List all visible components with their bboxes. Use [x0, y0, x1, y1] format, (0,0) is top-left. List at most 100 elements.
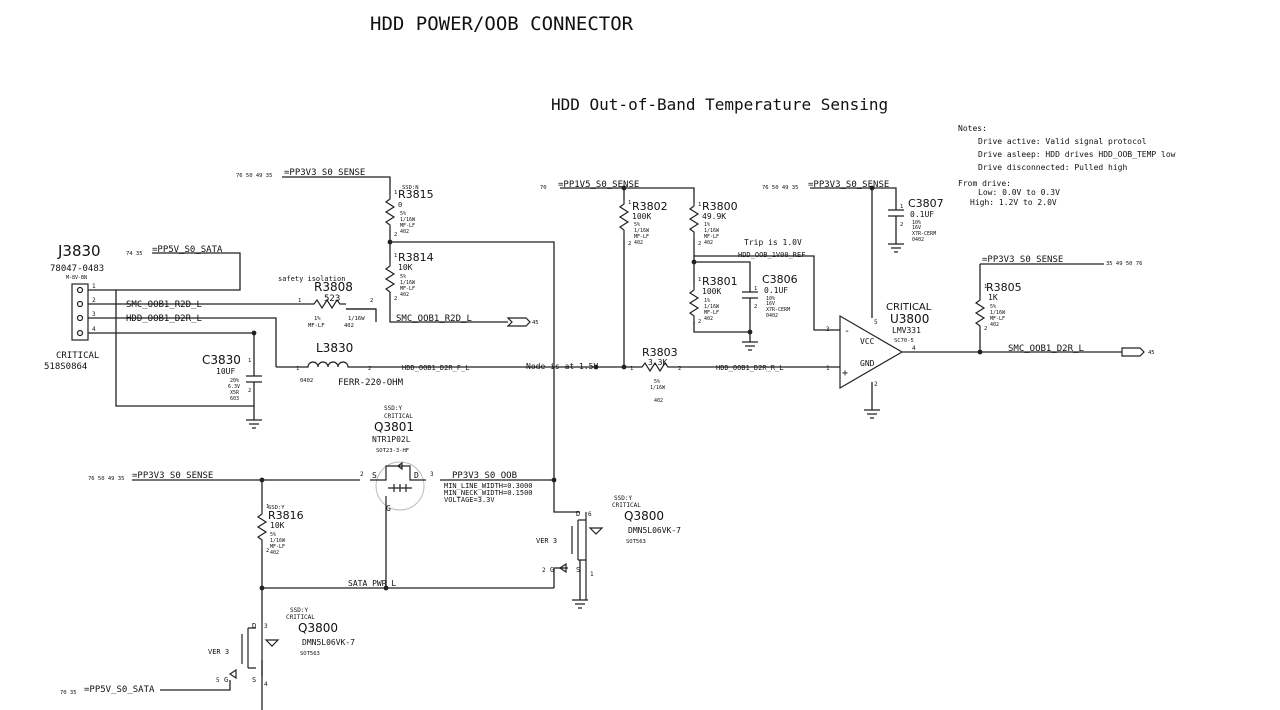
svg-text:FERR-220-OHM: FERR-220-OHM	[338, 378, 404, 388]
svg-text:45: 45	[532, 320, 539, 326]
junctions	[251, 185, 983, 591]
svg-text:2: 2	[394, 232, 397, 238]
svg-text:L3830: L3830	[316, 341, 353, 355]
svg-text:MF-LF: MF-LF	[990, 316, 1005, 322]
svg-text:SSD:Y: SSD:Y	[268, 505, 285, 511]
offpage-r2d: 45	[506, 317, 539, 327]
svg-text:1: 1	[266, 504, 269, 510]
svg-text:1: 1	[984, 284, 987, 290]
svg-text:X7R-CERM: X7R-CERM	[766, 307, 790, 313]
ground-icon	[246, 419, 262, 429]
svg-text:0.1UF: 0.1UF	[910, 210, 934, 219]
svg-text:10K: 10K	[270, 521, 285, 530]
svg-text:1: 1	[296, 366, 299, 372]
net-oob-ref: HDD_OOB_1V00_REF	[738, 251, 805, 259]
net-refs-1v5: 70	[540, 185, 547, 191]
svg-text:CRITICAL: CRITICAL	[612, 502, 641, 509]
resistor-r3816: SSD:Y R3816 10K 5% 1/16W MF-LF 402	[256, 505, 304, 556]
svg-text:1/16W: 1/16W	[704, 228, 720, 234]
svg-text:1: 1	[628, 200, 631, 206]
resistor-r3803: R3803 3.3K 5% 1/16W 402	[636, 346, 678, 404]
svg-text:16V: 16V	[766, 301, 775, 307]
svg-text:1: 1	[590, 571, 594, 578]
svg-text:C3830: C3830	[202, 353, 241, 367]
svg-text:5%: 5%	[990, 304, 996, 310]
svg-text:S: S	[252, 676, 256, 684]
svg-text:10%: 10%	[912, 220, 921, 226]
svg-text:4: 4	[92, 326, 96, 333]
mosfet-q3800-a: SSD:Y CRITICAL Q3800 DMN5L06VK-7 SOT563 …	[536, 495, 681, 600]
svg-text:MF-LF: MF-LF	[704, 234, 719, 240]
mosfet-q3801: SSD:Y CRITICAL Q3801 NTR1P02L SOT23-3-HF…	[360, 405, 434, 513]
net-refs-3v3-u: 76 50 49 35	[762, 185, 798, 191]
svg-text:R3802: R3802	[632, 200, 668, 213]
svg-text:VER 3: VER 3	[208, 648, 229, 656]
resistor-r3805: R3805 1K 5% 1/16W MF-LF 402	[974, 281, 1022, 330]
capacitor-c3830: C3830 10UF 20% 6.3V X5R 603	[202, 353, 262, 402]
net-sata-pwr: SATA_PWR_L	[348, 579, 396, 588]
svg-text:1/16W: 1/16W	[400, 280, 416, 286]
svg-text:3: 3	[430, 471, 434, 478]
notes-block: Notes: Drive active: Valid signal protoc…	[958, 124, 1176, 207]
net-pp1v5: =PP1V5_S0_SENSE	[558, 180, 639, 190]
notes-header: Notes:	[958, 124, 987, 133]
net-labels: 76 50 49 35 =PP3V3_S0_SENSE 74 35 =PP5V_…	[60, 168, 1142, 696]
svg-text:78047-0483: 78047-0483	[50, 264, 104, 274]
svg-text:R3805: R3805	[986, 281, 1022, 294]
notes-high: High: 1.2V to 2.0V	[970, 198, 1057, 207]
svg-text:SOT563: SOT563	[626, 539, 646, 545]
svg-text:1/16W: 1/16W	[348, 316, 365, 322]
svg-text:2: 2	[698, 241, 701, 247]
svg-text:MF-LF: MF-LF	[400, 223, 415, 229]
svg-text:2: 2	[900, 222, 903, 228]
svg-text:MF-LF: MF-LF	[704, 310, 719, 316]
svg-text:D: D	[576, 510, 580, 518]
svg-text:CRITICAL: CRITICAL	[56, 351, 99, 361]
svg-text:+: +	[842, 368, 848, 379]
svg-text:45: 45	[1148, 350, 1155, 356]
svg-text:1: 1	[394, 190, 397, 196]
svg-text:2: 2	[542, 567, 546, 574]
svg-text:10%: 10%	[766, 296, 775, 302]
net-pp3v3-top: =PP3V3_S0_SENSE	[284, 168, 365, 178]
svg-text:2: 2	[360, 471, 364, 478]
net-smc-d2r: SMC_OOB1_D2R_L	[1008, 344, 1084, 354]
svg-text:1/16W: 1/16W	[270, 538, 286, 544]
svg-text:-: -	[844, 326, 850, 337]
svg-text:402: 402	[400, 292, 409, 298]
net-refs-5v-top: 74 35	[126, 251, 143, 257]
svg-text:DMN5L06VK-7: DMN5L06VK-7	[302, 638, 355, 647]
svg-text:LMV331: LMV331	[892, 326, 921, 335]
net-refs-3v3-top: 76 50 49 35	[236, 173, 272, 179]
ground-icon	[572, 599, 588, 609]
svg-text:R3814: R3814	[398, 251, 434, 264]
svg-text:5%: 5%	[400, 211, 406, 217]
net-refs-3v3-right: 35 49 50 76	[1106, 261, 1142, 267]
section-title: HDD Out-of-Band Temperature Sensing	[551, 95, 888, 114]
svg-text:M-8V-BN: M-8V-BN	[66, 275, 87, 281]
svg-text:402: 402	[270, 550, 279, 556]
svg-text:U3800: U3800	[890, 312, 929, 326]
svg-text:2: 2	[628, 241, 631, 247]
node-note: Node is at 1.5V	[526, 362, 598, 371]
svg-text:1/16W: 1/16W	[704, 304, 720, 310]
svg-text:5: 5	[874, 319, 878, 326]
notes-line-1: Drive active: Valid signal protocol	[978, 137, 1147, 146]
net-pp3v3-oob: PP3V3_S0_OOB	[452, 471, 517, 481]
svg-text:CRITICAL: CRITICAL	[886, 302, 932, 313]
svg-text:1: 1	[298, 298, 301, 304]
svg-text:CRITICAL: CRITICAL	[286, 614, 315, 621]
ground-icon	[864, 409, 880, 419]
svg-text:3: 3	[92, 311, 96, 318]
net-refs-5v-bottom: 70 35	[60, 690, 77, 696]
svg-text:G: G	[386, 504, 391, 513]
svg-text:1: 1	[900, 204, 903, 210]
svg-text:603: 603	[230, 396, 239, 402]
svg-text:5%: 5%	[270, 532, 276, 538]
net-smc-r2d-out: SMC_OOB1_R2D_L	[396, 314, 472, 324]
svg-text:10K: 10K	[398, 263, 413, 272]
svg-text:1%: 1%	[314, 316, 321, 322]
svg-text:100K: 100K	[632, 212, 651, 221]
net-pp3v3-right: =PP3V3_S0_SENSE	[982, 255, 1063, 265]
svg-text:MF-LF: MF-LF	[270, 544, 285, 550]
